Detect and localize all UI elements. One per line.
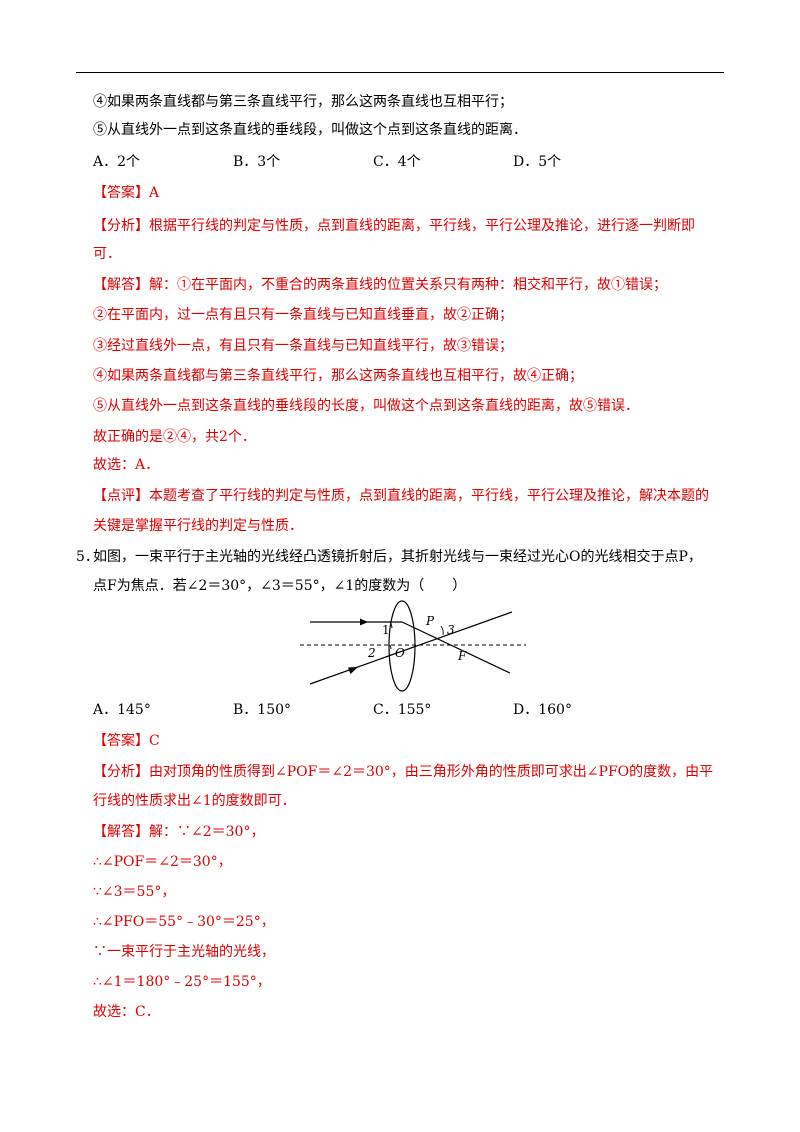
q5-option-c: C．155° <box>373 702 432 718</box>
q5-stem-1: 如图，一束平行于主光轴的光线经凸透镜折射后，其折射光线与一束经过光心O的光线相交… <box>93 549 702 565</box>
q4-solution-1: 【解答】解：①在平面内，不重合的两条直线的位置关系只有两种：相交和平行，故①错误… <box>93 277 667 293</box>
q5-number: 5． <box>76 549 99 565</box>
q4-option-b: B．3个 <box>233 154 281 170</box>
q5-stem-2: 点F为焦点．若∠2＝30°，∠3＝55°，∠1的度数为（ ） <box>93 578 467 594</box>
q4-solution-4: ④如果两条直线都与第三条直线平行，那么这两条直线也互相平行，故④正确； <box>93 368 583 384</box>
statement-5: ⑤从直线外一点到这条直线的垂线段，叫做这个点到这条直线的距离． <box>93 122 527 138</box>
angle-3-label: 3 <box>447 623 455 637</box>
point-f-label: F <box>457 649 467 663</box>
q5-analysis-2: 行线的性质求出∠1的度数即可． <box>93 793 296 809</box>
header-rule <box>76 72 724 73</box>
point-p-label: P <box>425 614 435 628</box>
q4-option-c: C．4个 <box>373 154 421 170</box>
q5-answer: 【答案】C <box>93 733 160 749</box>
q4-solution-3: ③经过直线外一点，有且只有一条直线与已知直线平行，故③错误； <box>93 338 513 354</box>
statement-4: ④如果两条直线都与第三条直线平行，那么这两条直线也互相平行； <box>93 94 513 110</box>
q5-solution-5: ∵一束平行于主光轴的光线， <box>93 944 275 960</box>
q4-conclusion: 故正确的是②④，共2个． <box>93 429 256 445</box>
q5-choice: 故选：C． <box>93 1004 160 1020</box>
q4-solution-5: ⑤从直线外一点到这条直线的垂线段的长度，叫做这个点到这条直线的距离，故⑤错误． <box>93 398 639 414</box>
q5-option-d: D．160° <box>513 702 572 718</box>
q4-solution-2: ②在平面内，过一点有且只有一条直线与已知直线垂直，故②正确； <box>93 307 513 323</box>
refracted-ray <box>401 621 511 674</box>
point-o-label: O <box>395 646 405 660</box>
q5-solution-2: ∴∠POF＝∠2＝30°， <box>93 854 232 870</box>
q5-solution-6: ∴∠1＝180°﹣25°＝155°， <box>93 974 271 990</box>
q4-answer: 【答案】A <box>93 185 160 201</box>
center-ray <box>309 611 513 685</box>
q5-solution-1: 【解答】解：∵∠2＝30°， <box>93 824 265 840</box>
center-ray-arrow-icon <box>348 667 358 674</box>
q5-option-b: B．150° <box>233 702 292 718</box>
q5-analysis-1: 【分析】由对顶角的性质得到∠POF＝∠2＝30°，由三角形外角的性质即可求出∠P… <box>93 764 714 780</box>
q4-choice: 故选：A． <box>93 457 160 473</box>
q5-solution-4: ∴∠PFO＝55°﹣30°＝25°， <box>93 914 275 930</box>
q4-option-a: A．2个 <box>93 154 141 170</box>
q5-solution-3: ∵∠3＝55°， <box>93 884 176 900</box>
angle-1-label: 1 <box>382 623 390 637</box>
q4-analysis-1: 【分析】根据平行线的判定与性质，点到直线的距离，平行线，平行公理及推论，进行逐一… <box>93 218 695 234</box>
q4-analysis-2: 可． <box>93 246 121 262</box>
angle-2-arc <box>389 644 392 650</box>
angle-1-arc <box>389 621 393 629</box>
q4-comment-2: 关键是掌握平行线的判定与性质． <box>93 518 303 534</box>
angle-3-arc <box>440 625 444 636</box>
parallel-ray-arrow-icon <box>360 618 368 626</box>
q4-comment-1: 【点评】本题考查了平行线的判定与性质，点到直线的距离，平行线，平行公理及推论，解… <box>93 488 709 504</box>
lens-figure: 1 2 3 P O F <box>300 600 526 692</box>
q5-option-a: A．145° <box>93 702 151 718</box>
angle-2-label: 2 <box>367 646 376 660</box>
q4-option-d: D．5个 <box>513 154 562 170</box>
